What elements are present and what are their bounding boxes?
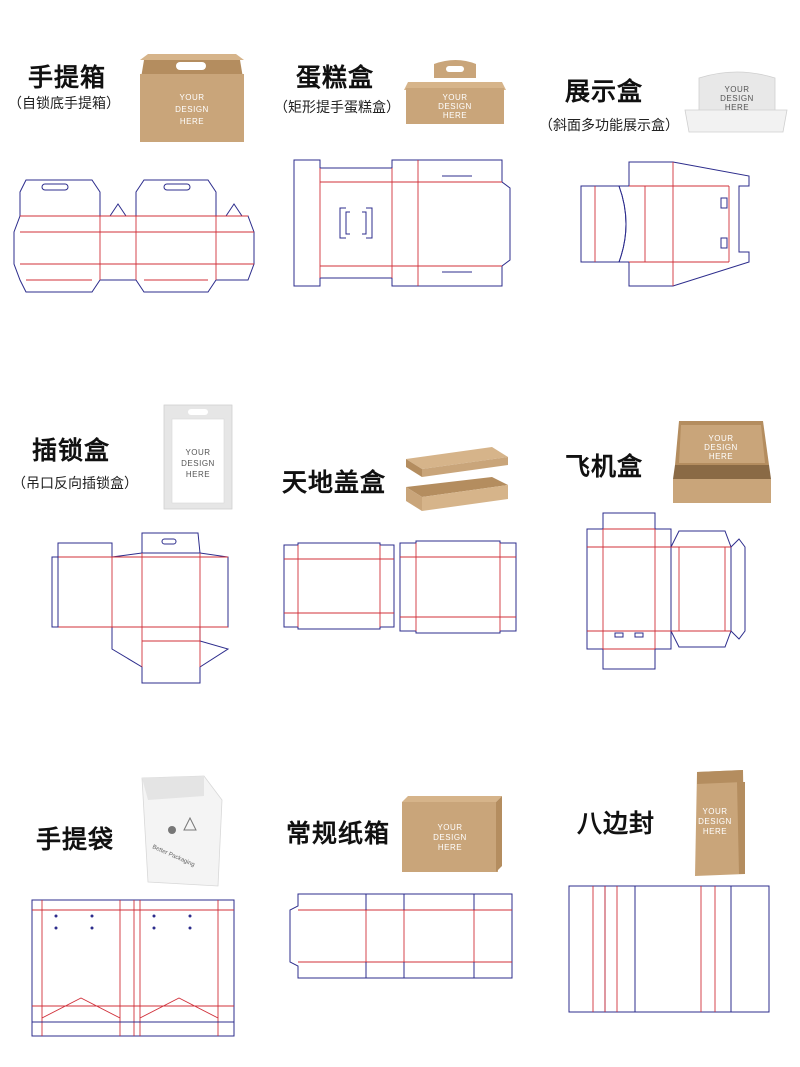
dieline <box>292 158 512 290</box>
mockup-line: YOUR <box>185 448 210 457</box>
box-title: 飞机盒 <box>565 452 644 481</box>
mockup-line: HERE <box>438 843 462 852</box>
product-mockup: YOUR DESIGN HERE <box>693 768 749 878</box>
mockup-line: DESIGN <box>720 94 754 103</box>
box-subtitle: （斜面多功能展示盒） <box>539 118 679 134</box>
mockup-line: DESIGN <box>438 102 472 111</box>
mockup-line: HERE <box>725 103 749 112</box>
box-title: 蛋糕盒 <box>296 63 375 92</box>
box-title: 常规纸箱 <box>286 819 391 848</box>
box-subtitle: （吊口反向插锁盒） <box>12 476 138 492</box>
dieline <box>50 531 230 687</box>
dieline <box>288 890 514 982</box>
product-mockup: YOUR DESIGN HERE <box>162 403 234 513</box>
box-type-flat-bottom-pouch: 八边封 YOUR DESIGN HERE <box>533 710 799 1065</box>
mockup-line: DESIGN <box>698 817 732 826</box>
box-subtitle: （矩形提手蛋糕盒） <box>274 100 400 116</box>
mockup-line: HERE <box>709 452 733 461</box>
box-type-shipping-carton: 常规纸箱 YOUR DESIGN HERE <box>266 710 532 1065</box>
product-mockup: Better Packaging <box>138 774 224 890</box>
box-type-carry-case: 手提箱 （自锁底手提箱） YOUR DESIGN HERE <box>0 0 266 355</box>
box-title: 插锁盒 <box>32 436 111 465</box>
dieline <box>567 884 771 1016</box>
mockup-line: YOUR <box>724 85 749 94</box>
mockup-line: YOUR <box>179 93 204 102</box>
product-mockup: YOUR DESIGN HERE <box>681 70 791 136</box>
mockup-line: YOUR <box>437 823 462 832</box>
product-mockup: YOUR DESIGN HERE <box>136 52 248 144</box>
box-type-display-box: 展示盒 （斜面多功能展示盒） YOUR DESIGN HERE <box>533 0 799 355</box>
mockup-line: DESIGN <box>175 105 209 114</box>
mockup-line: DESIGN <box>433 833 467 842</box>
box-type-tuck-box: 插锁盒 （吊口反向插锁盒） YOUR DESIGN HERE <box>0 355 266 710</box>
dieline <box>282 540 518 637</box>
box-title: 天地盖盒 <box>282 468 387 497</box>
dieline <box>30 898 236 1038</box>
product-mockup <box>400 445 514 515</box>
box-title: 八边封 <box>577 809 656 838</box>
box-title: 手提袋 <box>36 825 115 854</box>
mockup-line: DESIGN <box>704 443 738 452</box>
box-title: 展示盒 <box>565 77 644 106</box>
mockup-line: HERE <box>443 111 467 120</box>
box-type-paper-bag: 手提袋 Better Packaging <box>0 710 266 1065</box>
mockup-line: HERE <box>186 470 210 479</box>
dieline <box>579 158 755 292</box>
product-mockup: YOUR DESIGN HERE <box>671 419 775 507</box>
product-mockup: YOUR DESIGN HERE <box>404 60 508 126</box>
box-title: 手提箱 <box>28 63 107 92</box>
mockup-line: HERE <box>703 827 727 836</box>
box-type-mailer-box: 飞机盒 YOUR DESIGN HERE <box>533 355 799 710</box>
mockup-line: YOUR <box>442 93 467 102</box>
dieline <box>585 509 749 673</box>
box-type-lid-base-box: 天地盖盒 <box>266 355 532 710</box>
box-type-cake-box: 蛋糕盒 （矩形提手蛋糕盒） YOUR DESIGN HERE <box>266 0 532 355</box>
mockup-line: HERE <box>180 117 204 126</box>
mockup-line: YOUR <box>708 434 733 443</box>
box-subtitle: （自锁底手提箱） <box>8 96 120 112</box>
mockup-line: YOUR <box>702 807 727 816</box>
product-mockup: YOUR DESIGN HERE <box>400 794 504 876</box>
mockup-line: DESIGN <box>181 459 215 468</box>
dieline <box>12 176 256 296</box>
